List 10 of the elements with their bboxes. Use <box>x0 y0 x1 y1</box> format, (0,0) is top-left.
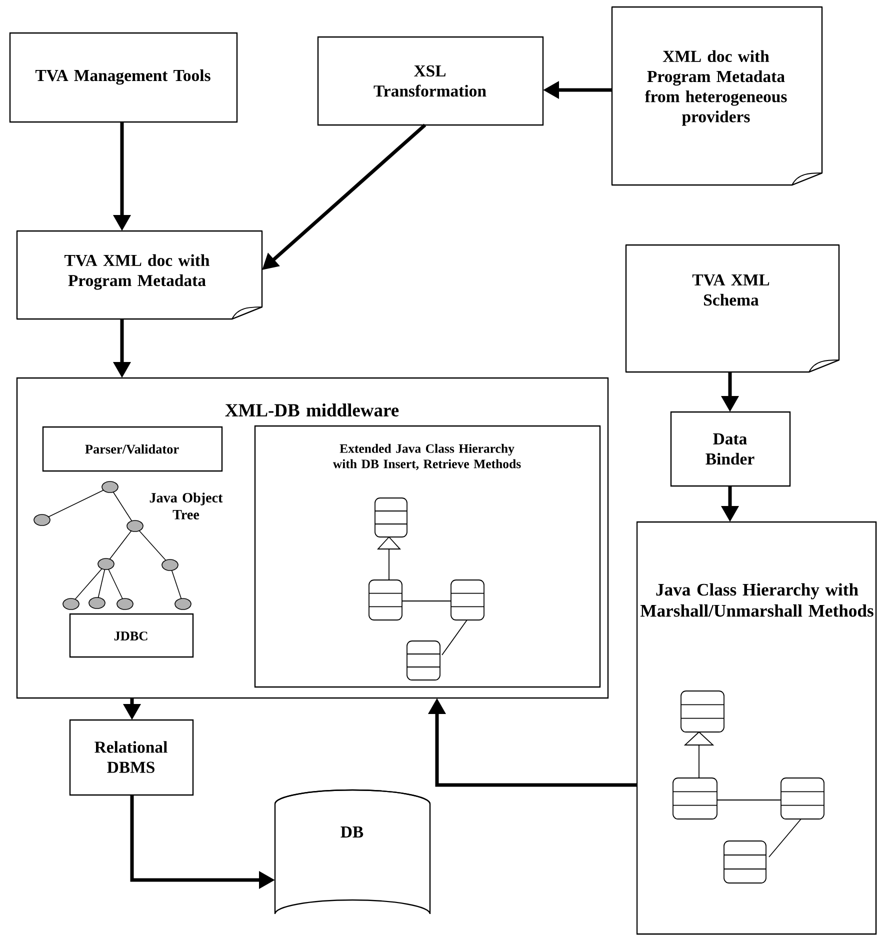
database-cylinder: DB <box>274 789 431 915</box>
process-box: Parser/Validator <box>42 426 223 472</box>
container-box: Extended Java Class Hierarchy with DB Insert, Retrieve Methods <box>254 425 601 688</box>
process-box: TVA Management Tools <box>9 32 238 123</box>
container-box: Java Class Hierarchy with Marshall/Unmarshall Methods <box>636 521 877 935</box>
tree-label: Java Object Tree <box>150 492 223 520</box>
process-box: XSL Transformation <box>317 36 544 126</box>
process-box: JDBC <box>69 613 194 658</box>
process-box: Data Binder <box>670 411 791 487</box>
process-box: Relational DBMS <box>69 719 194 796</box>
